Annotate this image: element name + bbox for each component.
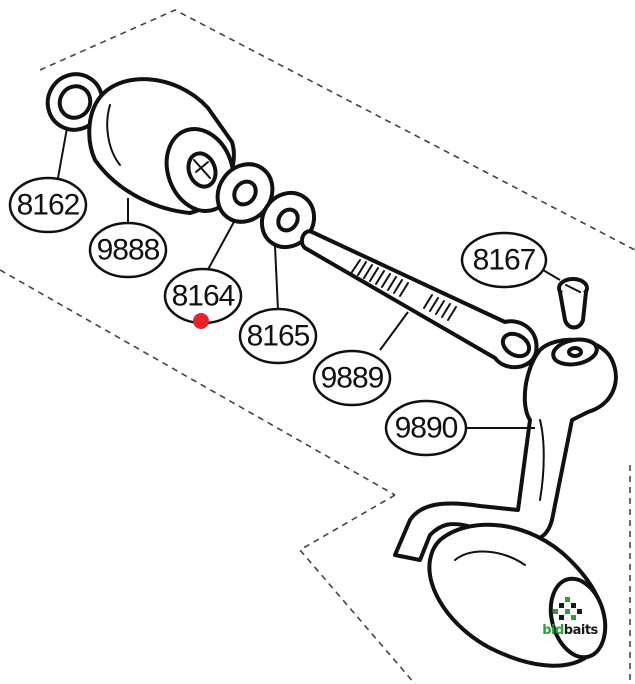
leader-9889 xyxy=(379,311,409,351)
part-9889-shaft xyxy=(300,229,539,369)
logo-mark-icon xyxy=(553,597,582,620)
part-number-8162: 8162 xyxy=(17,189,80,222)
leader-8162 xyxy=(57,127,68,179)
leader-lines xyxy=(57,127,561,429)
part-9890-handle xyxy=(393,337,618,668)
part-8165-washer xyxy=(259,190,317,250)
callout-8162: 8162 xyxy=(8,176,88,234)
leader-8165 xyxy=(274,245,279,311)
leader-8167 xyxy=(542,269,561,281)
part-number-8164: 8164 xyxy=(172,280,235,313)
callout-9890: 9890 xyxy=(384,399,468,457)
callout-8164: 8164 xyxy=(163,267,243,329)
callout-8167: 8167 xyxy=(460,231,548,289)
svg-text:bidbaits: bidbaits xyxy=(542,623,598,638)
part-number-9890: 9890 xyxy=(395,412,458,445)
part-8167-screw xyxy=(557,277,589,330)
part-number-8167: 8167 xyxy=(473,244,536,277)
part-number-9889: 9889 xyxy=(321,362,384,395)
callout-9888: 9888 xyxy=(88,221,168,279)
red-marker-dot xyxy=(193,313,209,329)
logo-text-accent: baits xyxy=(564,623,599,638)
part-8162-oring xyxy=(45,72,105,132)
bidbaits-logo: bidbaits xyxy=(542,597,599,638)
dashed-boundary xyxy=(0,9,635,684)
leader-8164 xyxy=(204,219,236,276)
part-number-9888: 9888 xyxy=(97,234,160,267)
logo-text-main: bid xyxy=(542,623,564,638)
callout-9889: 9889 xyxy=(312,349,392,407)
callout-8165: 8165 xyxy=(238,307,318,365)
part-number-8165: 8165 xyxy=(247,320,310,353)
